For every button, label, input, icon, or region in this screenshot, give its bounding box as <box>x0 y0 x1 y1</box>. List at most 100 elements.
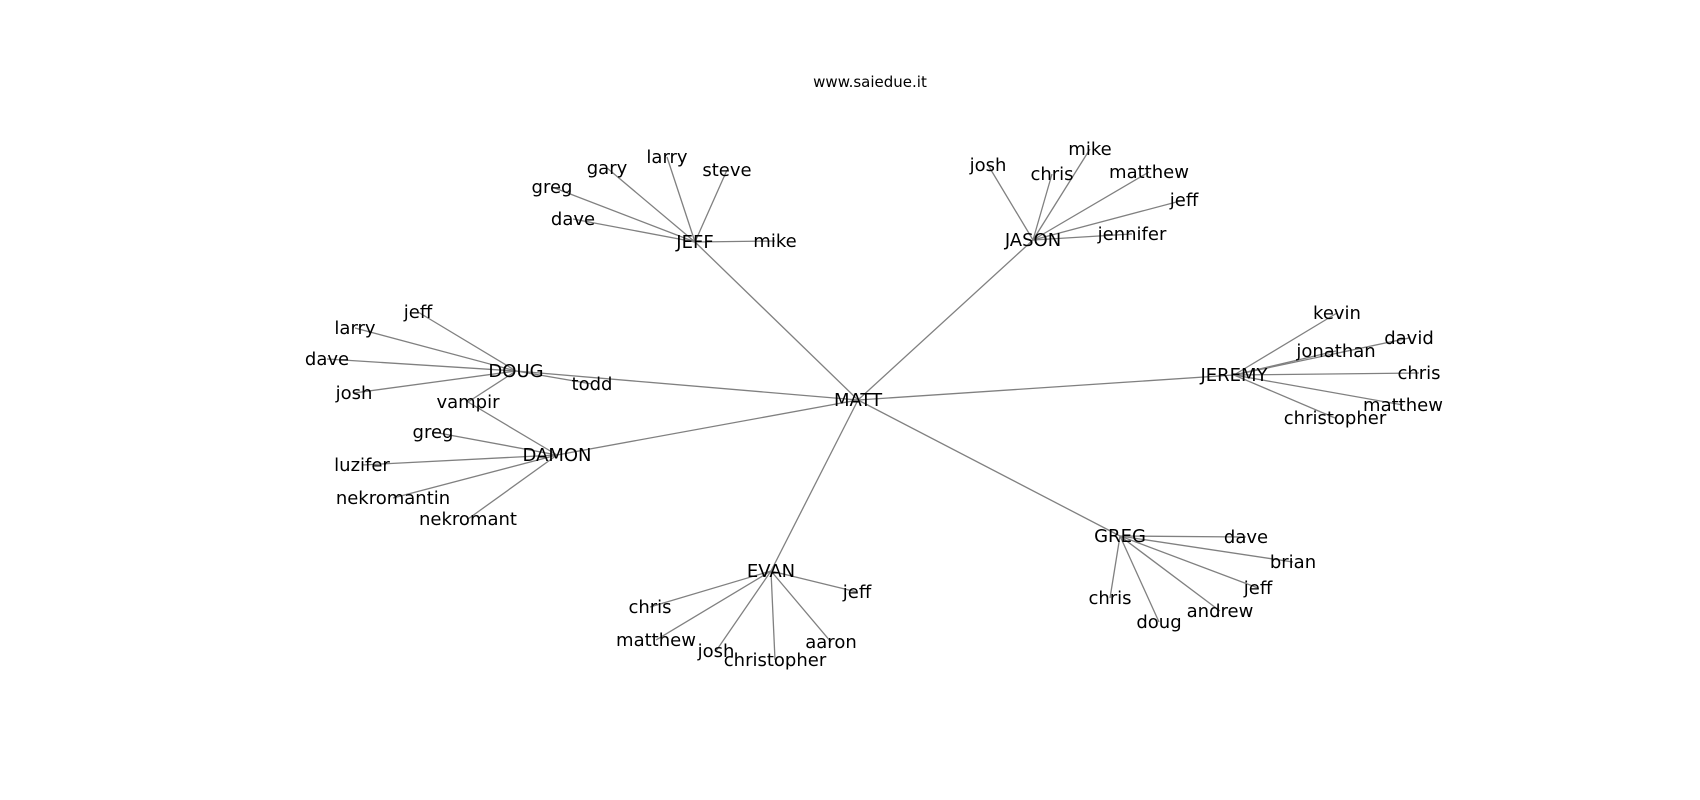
node-doug_hub-label: DOUG <box>488 361 543 382</box>
edge-root-greg_hub <box>857 399 1121 537</box>
edge-jeremy_david <box>1233 337 1410 376</box>
node-damon_nekromantin-label: nekromantin <box>336 488 450 509</box>
node-greg_brian-label: brian <box>1270 552 1316 573</box>
node-greg_chris-label: chris <box>1088 588 1131 609</box>
graph-title: www.saiedue.it <box>813 73 927 91</box>
edge-greg_jeff <box>1119 535 1259 589</box>
edge-jeff_gary <box>606 167 696 243</box>
edge-doug_vampir <box>467 370 517 403</box>
node-jason_chris-label: chris <box>1030 164 1073 185</box>
edge-doug_dave <box>326 358 517 372</box>
node-jason_matthew-label: matthew <box>1109 162 1189 183</box>
node-jeremy_matthew-label: matthew <box>1363 395 1443 416</box>
edge-jason_jennifer <box>1032 233 1133 241</box>
edge-jason_matthew <box>1032 171 1150 241</box>
edge-root-evan_hub <box>770 399 859 572</box>
edge-evan_aaron <box>770 570 832 643</box>
edge-jeff_larry <box>666 156 696 243</box>
node-jeff_hub-label: JEFF <box>675 232 713 253</box>
node-doug_vampir-label: vampir <box>436 392 500 413</box>
edge-greg_andrew <box>1119 535 1221 612</box>
edge-jason_josh <box>987 164 1034 241</box>
node-jeff_dave-label: dave <box>551 209 595 230</box>
node-jeremy_hub-label: JEREMY <box>1199 365 1268 386</box>
edge-damon_vampir <box>467 401 558 456</box>
edge-evan_christopher <box>770 570 776 661</box>
edge-evan_josh <box>715 570 772 652</box>
node-greg_dave-label: dave <box>1224 527 1268 548</box>
edges-layer <box>326 148 1420 661</box>
node-jason_jeff-label: jeff <box>1169 190 1199 211</box>
node-evan_josh-label: josh <box>697 641 735 662</box>
node-doug_larry-label: larry <box>334 318 376 339</box>
node-jeff_steve-label: steve <box>702 160 751 181</box>
edge-root-jeff_hub <box>694 241 859 401</box>
edge-jeremy_kevin <box>1233 312 1338 376</box>
edge-root-jason_hub <box>857 239 1034 401</box>
node-evan_matthew-label: matthew <box>616 630 696 651</box>
node-doug_dave-label: dave <box>305 349 349 370</box>
node-root-label: MATT <box>834 390 883 411</box>
node-doug_todd-label: todd <box>572 374 613 395</box>
edge-jeremy_christopher <box>1233 374 1336 419</box>
node-damon_nekromant-label: nekromant <box>419 509 517 530</box>
node-greg_hub-label: GREG <box>1094 526 1146 547</box>
edge-damon_nekromant <box>467 454 558 520</box>
node-doug_josh-label: josh <box>335 383 373 404</box>
edge-jeremy_jonathan <box>1233 350 1337 376</box>
edge-doug_jeff <box>417 311 517 372</box>
edge-doug_todd <box>515 370 593 385</box>
node-jeff_greg-label: greg <box>532 177 573 198</box>
node-greg_andrew-label: andrew <box>1187 601 1254 622</box>
node-evan_chris-label: chris <box>628 597 671 618</box>
edge-doug_josh <box>353 370 517 394</box>
edge-root-doug_hub <box>515 370 859 401</box>
edge-greg_brian <box>1119 535 1294 563</box>
edge-root-jeremy_hub <box>857 374 1235 401</box>
edge-jeff_greg <box>551 186 696 243</box>
node-jeff_mike-label: mike <box>753 231 796 252</box>
node-jeremy_christopher-label: christopher <box>1284 408 1387 429</box>
node-greg_jeff-label: jeff <box>1243 578 1273 599</box>
node-evan_christopher-label: christopher <box>724 650 827 671</box>
node-jason_josh-label: josh <box>969 155 1007 176</box>
node-jeremy_jonathan-label: jonathan <box>1295 341 1375 362</box>
edge-greg_dave <box>1119 535 1247 538</box>
node-damon_hub-label: DAMON <box>522 445 591 466</box>
edge-damon_luzifer <box>361 454 558 466</box>
edge-evan_chris <box>649 570 772 608</box>
node-jeremy_chris-label: chris <box>1397 363 1440 384</box>
node-damon_greg-label: greg <box>413 422 454 443</box>
node-jeremy_kevin-label: kevin <box>1313 303 1361 324</box>
node-evan_hub-label: EVAN <box>747 561 795 582</box>
node-doug_jeff-label: jeff <box>403 302 433 323</box>
edge-evan_jeff <box>770 570 858 593</box>
node-damon_luzifer-label: luzifer <box>334 455 390 476</box>
edge-jeremy_matthew <box>1233 374 1404 406</box>
edge-doug_larry <box>354 327 517 372</box>
edge-greg_doug <box>1119 535 1160 623</box>
edge-evan_matthew <box>655 570 772 641</box>
node-evan_aaron-label: aaron <box>805 632 857 653</box>
edge-damon_nekromantin <box>392 454 558 499</box>
node-jeff_gary-label: gary <box>587 158 628 179</box>
node-jeremy_david-label: david <box>1384 328 1434 349</box>
edge-jason_mike <box>1032 148 1091 241</box>
node-jason_hub-label: JASON <box>1004 230 1061 251</box>
edge-jeff_dave <box>572 218 696 243</box>
edge-jeff_mike <box>694 240 776 243</box>
node-jason_mike-label: mike <box>1068 139 1111 160</box>
edge-jeff_steve <box>694 169 728 243</box>
node-greg_doug-label: doug <box>1136 612 1181 633</box>
edge-jeremy_chris <box>1233 372 1420 376</box>
edge-jason_chris <box>1032 173 1053 241</box>
edge-root-damon_hub <box>556 399 859 456</box>
edge-damon_greg <box>432 431 558 456</box>
node-jeff_larry-label: larry <box>646 147 688 168</box>
edge-jason_jeff <box>1032 199 1185 241</box>
node-jason_jennifer-label: jennifer <box>1097 224 1167 245</box>
edge-greg_chris <box>1109 535 1121 599</box>
node-evan_jeff-label: jeff <box>842 582 872 603</box>
